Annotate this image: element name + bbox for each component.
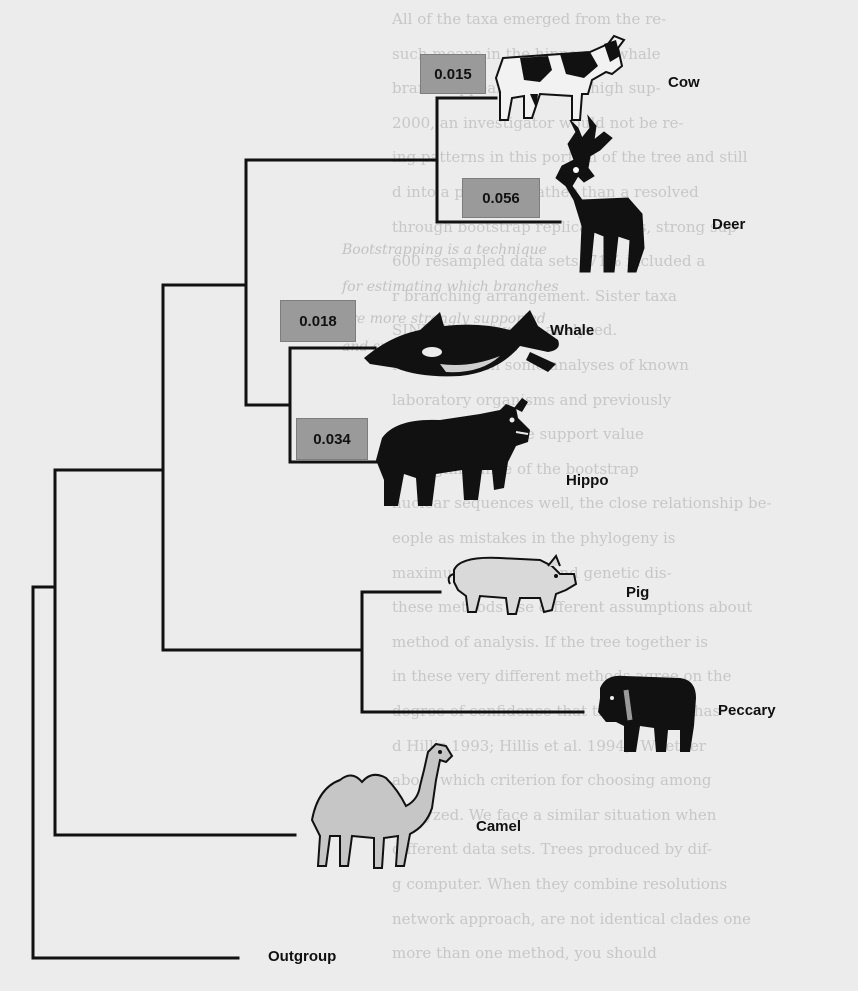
cow-icon <box>496 36 624 120</box>
camel-icon <box>312 744 452 868</box>
taxon-label-pig: Pig <box>626 584 649 601</box>
taxon-label-outgroup: Outgroup <box>268 948 336 965</box>
taxon-label-whale: Whale <box>550 322 594 339</box>
support-value-cow: 0.015 <box>420 54 486 94</box>
taxon-label-peccary: Peccary <box>718 702 776 719</box>
pig-icon <box>449 556 576 614</box>
taxon-label-cow: Cow <box>668 74 700 91</box>
support-value-hippo: 0.034 <box>296 418 368 460</box>
support-value-whale: 0.018 <box>280 300 356 342</box>
taxon-label-hippo: Hippo <box>566 472 609 489</box>
deer-icon <box>556 116 644 272</box>
whale-icon <box>364 310 559 376</box>
hippo-icon <box>376 398 530 506</box>
peccary-icon <box>598 676 696 752</box>
taxon-label-deer: Deer <box>712 216 745 233</box>
support-value-deer: 0.056 <box>462 178 540 218</box>
taxon-label-camel: Camel <box>476 818 521 835</box>
